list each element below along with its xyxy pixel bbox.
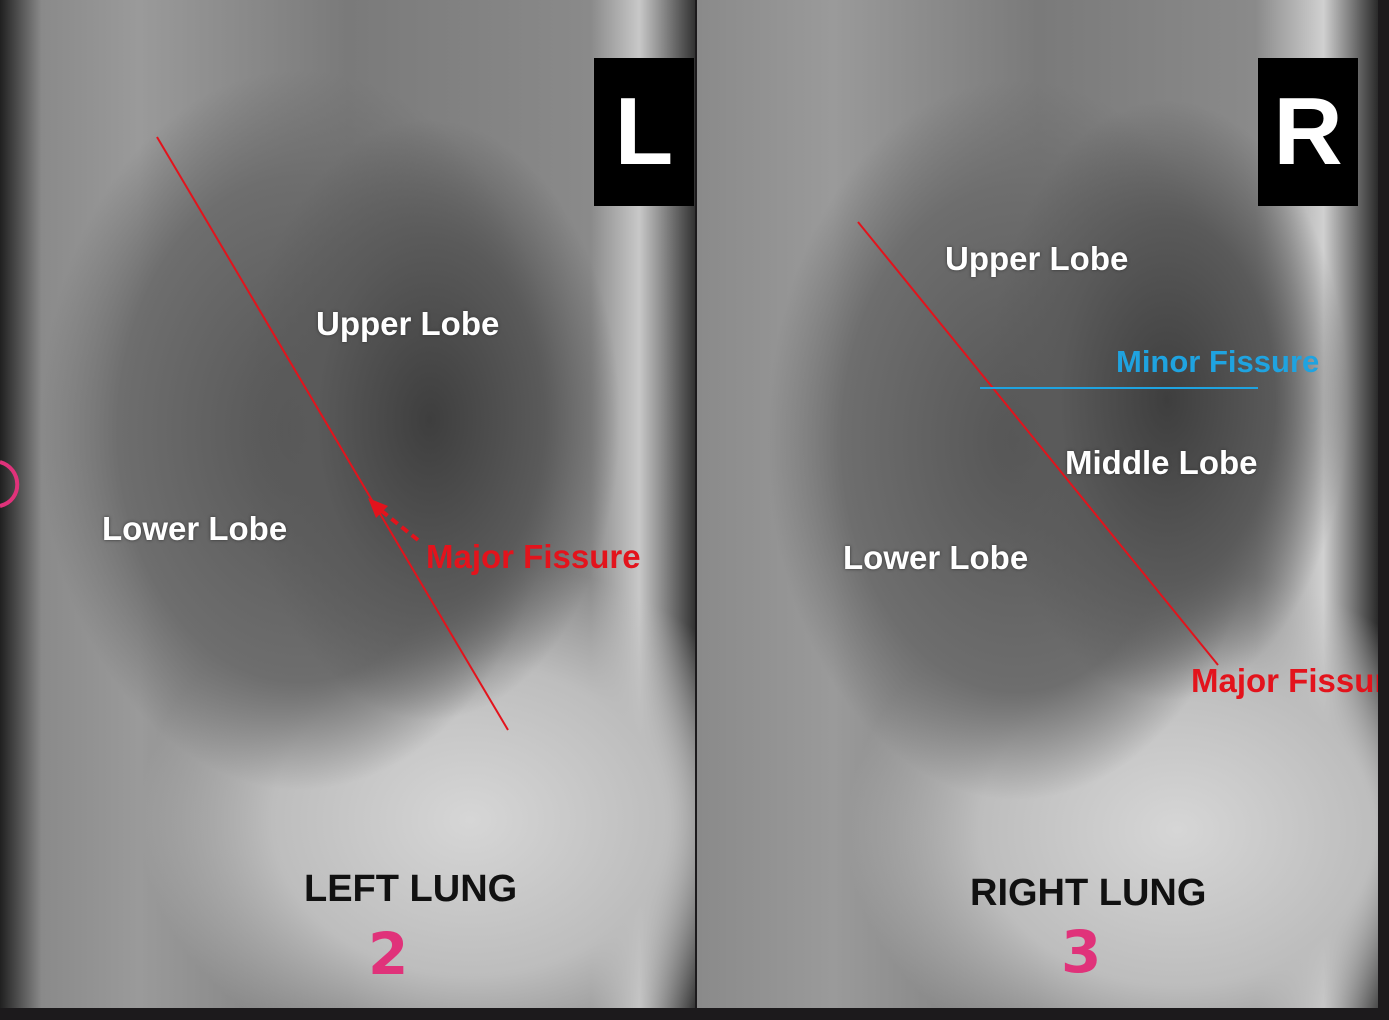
- right-lung-caption: RIGHT LUNG: [970, 872, 1207, 914]
- right-upper-lobe-label: Upper Lobe: [945, 240, 1129, 277]
- handwritten-number-3: 3: [1061, 918, 1102, 986]
- right-lung-xray-panel: R Upper Lobe Minor Fissure Middle Lobe L…: [697, 0, 1378, 1008]
- minor-fissure-label: Minor Fissure: [1116, 344, 1320, 379]
- left-lung-caption: LEFT LUNG: [304, 868, 518, 910]
- major-fissure-dashed-arrow: [376, 506, 420, 542]
- left-major-fissure-label: Major Fissure: [426, 538, 641, 575]
- right-major-fissure-label: Major Fissure: [1191, 662, 1378, 699]
- side-marker-left: L: [594, 58, 694, 206]
- left-major-fissure-line: [156, 136, 509, 731]
- handwritten-number-2: 2: [368, 920, 409, 988]
- middle-lobe-label: Middle Lobe: [1065, 444, 1258, 481]
- right-lower-lobe-label: Lower Lobe: [843, 539, 1029, 576]
- left-lung-xray-panel: L Upper Lobe Lower Lobe Major Fissure LE…: [0, 0, 695, 1008]
- left-upper-lobe-label: Upper Lobe: [316, 305, 500, 342]
- arrowhead-icon: [368, 498, 388, 518]
- right-major-fissure-line: [857, 221, 1219, 666]
- left-lower-lobe-label: Lower Lobe: [102, 510, 288, 547]
- handwritten-circle-mark: [0, 460, 20, 508]
- side-marker-right: R: [1258, 58, 1358, 206]
